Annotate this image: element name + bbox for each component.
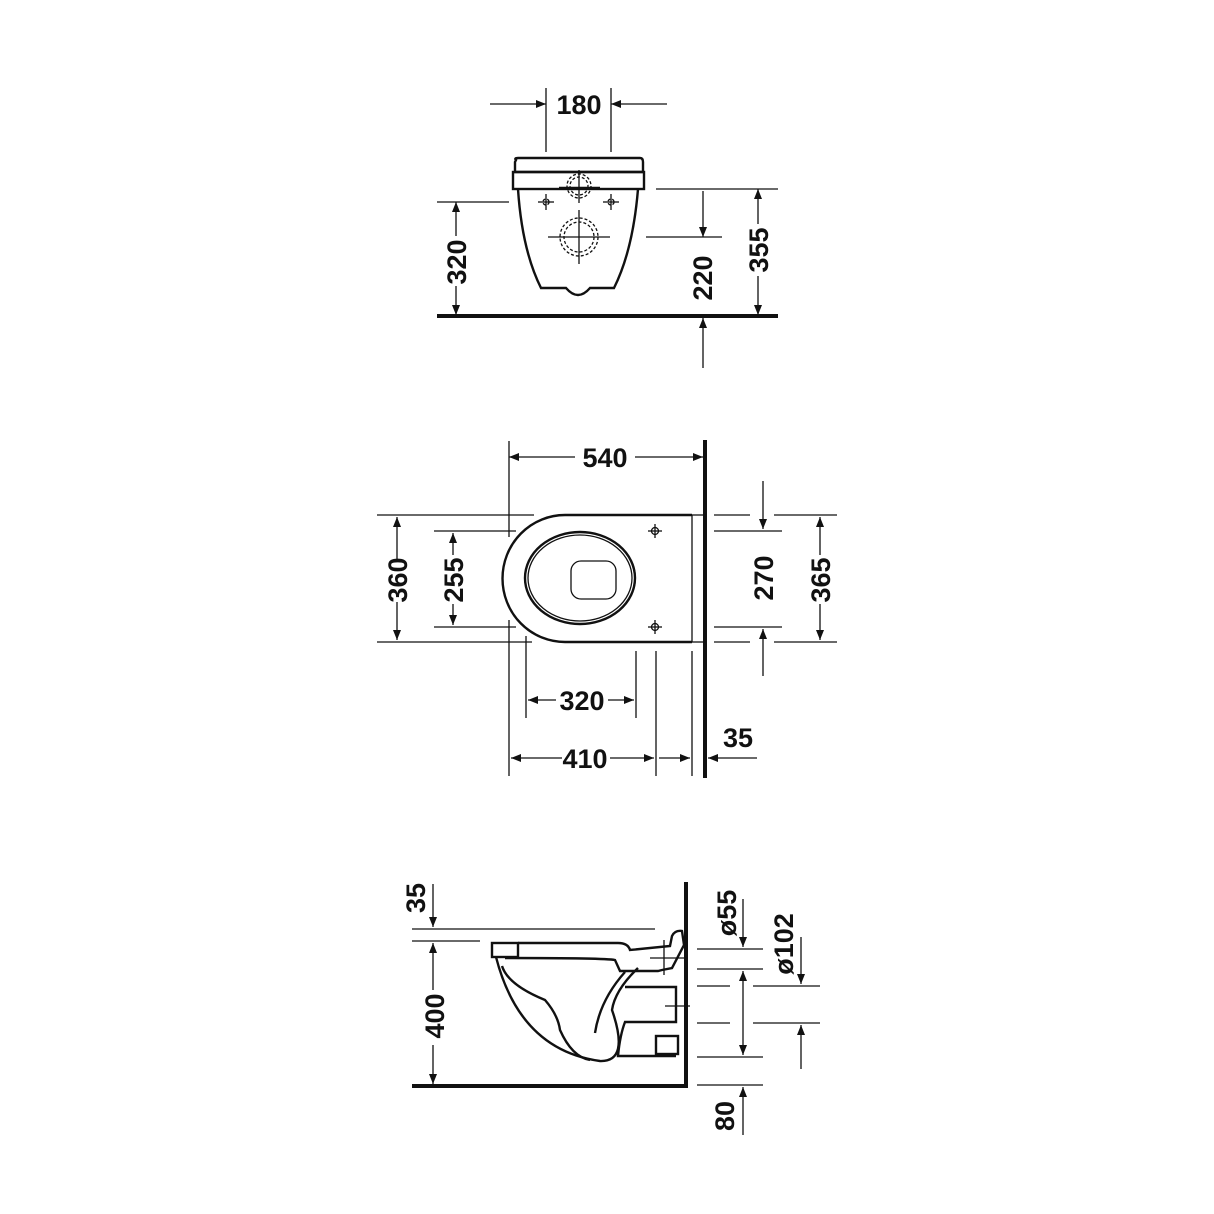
dim-35-offset: 35 — [723, 723, 753, 753]
fixing-point-icon — [648, 620, 662, 634]
dim-320-height: 320 — [442, 239, 472, 284]
dim-410-length: 410 — [562, 744, 607, 774]
dim-dia-55: ø55 — [712, 890, 742, 937]
dim-365-width: 365 — [806, 557, 836, 602]
bowl-front-outline — [511, 156, 646, 297]
top-view: 540 360 255 270 365 320 — [377, 440, 837, 778]
dim-dia-102: ø102 — [769, 913, 799, 975]
side-view: 35 400 ø55 ø102 80 — [401, 882, 820, 1135]
fixing-point-icon — [603, 194, 619, 210]
dim-400-height: 400 — [420, 993, 450, 1038]
dim-180: 180 — [556, 90, 601, 120]
bowl-top-outline — [501, 513, 706, 644]
dim-360-width: 360 — [383, 557, 413, 602]
dim-270-width: 270 — [749, 555, 779, 600]
dim-320-length: 320 — [559, 686, 604, 716]
dim-255-width: 255 — [439, 557, 469, 602]
dim-220-height: 220 — [688, 255, 718, 300]
dim-80-offset: 80 — [710, 1101, 740, 1131]
bowl-side-outline — [490, 929, 690, 1063]
fixing-point-icon — [538, 194, 554, 210]
front-view: 180 320 220 355 — [437, 88, 778, 368]
dim-540-length: 540 — [582, 443, 627, 473]
dim-355-height: 355 — [744, 227, 774, 272]
dim-35-top: 35 — [401, 883, 431, 913]
fixing-point-icon — [648, 524, 662, 538]
